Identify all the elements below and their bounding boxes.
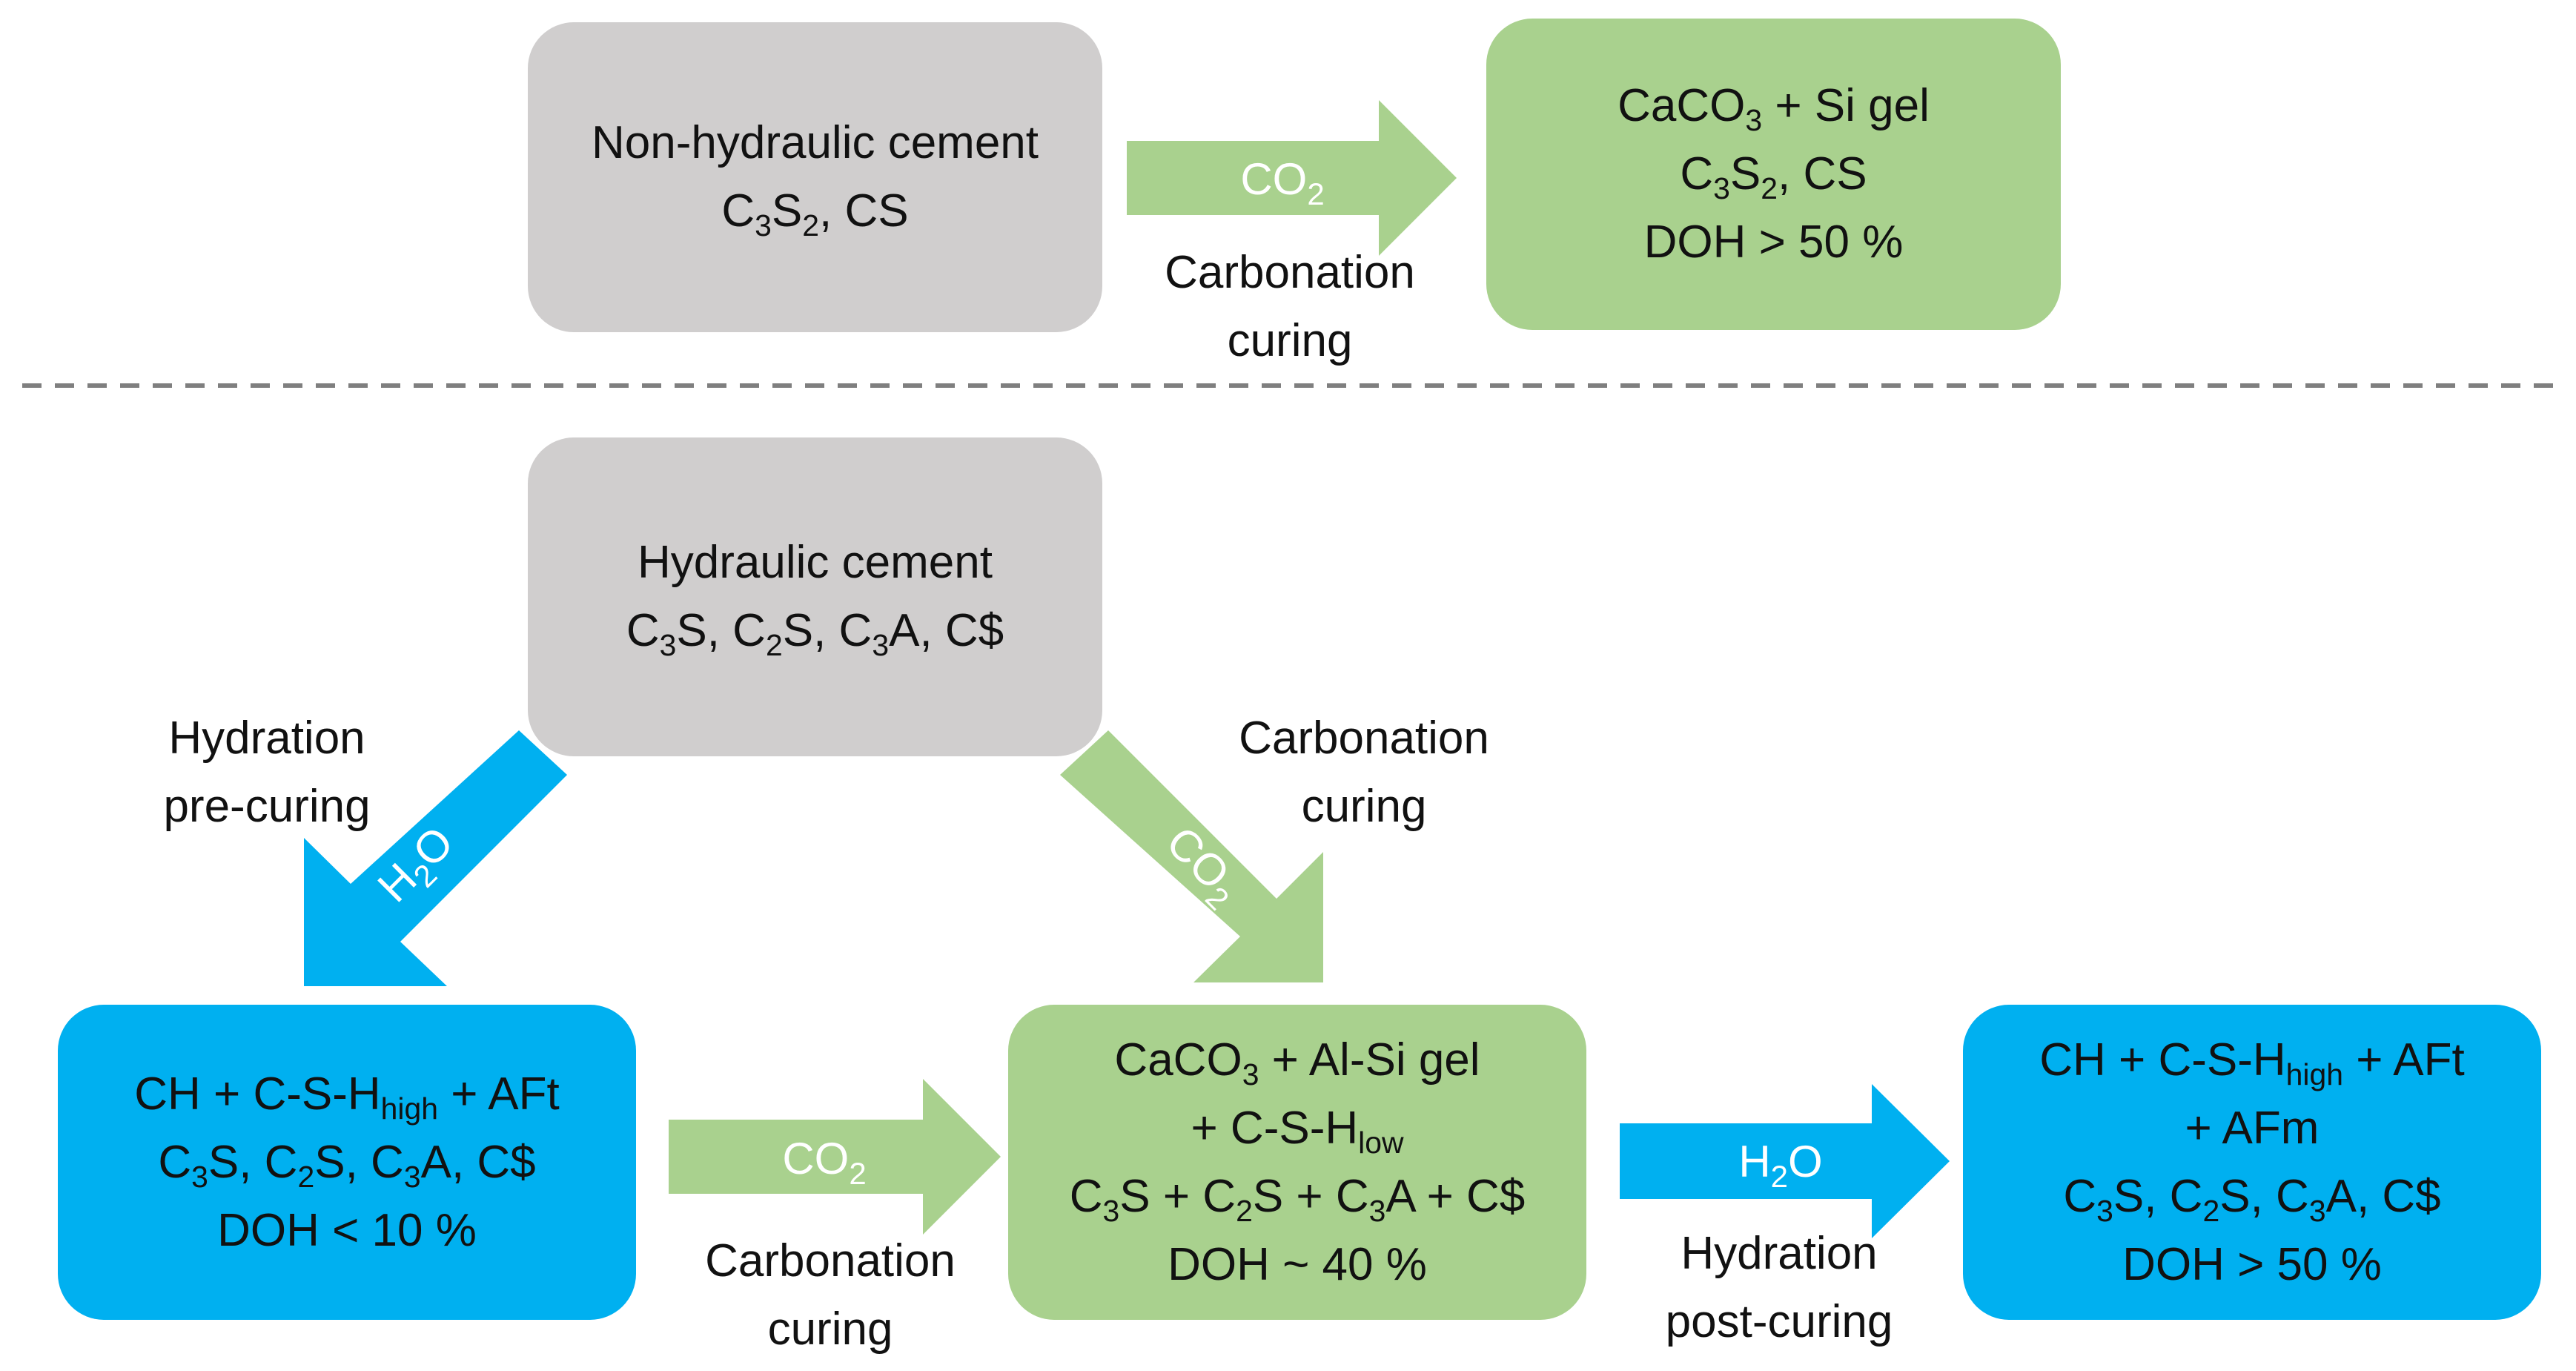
mid-box-line2: + C-S-Hlow (1191, 1102, 1404, 1160)
right-box-line2: + AFm (2185, 1102, 2320, 1154)
top-carbonation-result-box: CaCO3 + Si gel C3S2, CS DOH > 50 % (1486, 19, 2061, 330)
left-box-line2: C3S, C2S, C3A, C$ (158, 1136, 536, 1194)
non-hydraulic-title: Non-hydraulic cement (591, 117, 1039, 168)
non-hydraulic-cement-box: Non-hydraulic cement C3S2, CS (528, 22, 1102, 332)
hydration-post-arrow (1620, 1084, 1950, 1238)
hydration-pre-arrow (304, 730, 567, 986)
right-box-doh: DOH > 50 % (2122, 1238, 2382, 1290)
carbonation-h-arrow (669, 1079, 1001, 1235)
mid-box-doh: DOH ~ 40 % (1168, 1238, 1427, 1290)
hydration-pre-result-box: CH + C-S-Hhigh + AFt C3S, C2S, C3A, C$ D… (58, 1005, 636, 1320)
hydraulic-phases: C3S, C2S, C3A, C$ (626, 605, 1004, 663)
top-result-line1: CaCO3 + Si gel (1618, 80, 1930, 138)
hydraulic-cement-box: Hydraulic cement C3S, C2S, C3A, C$ (528, 437, 1102, 756)
mid-box-line3: C3S + C2S + C3A + C$ (1069, 1170, 1526, 1228)
carbonation-result-box: CaCO3 + Al-Si gel + C-S-Hlow C3S + C2S +… (1008, 1005, 1586, 1320)
left-box-doh: DOH < 10 % (217, 1204, 477, 1256)
hydraulic-title: Hydraulic cement (638, 537, 993, 588)
top-result-line2: C3S2, CS (1680, 148, 1867, 206)
carbonation-h-arrow-label: CO2 (782, 1134, 866, 1191)
hydration-post-arrow-label: H2O (1738, 1137, 1822, 1194)
right-box-line3: C3S, C2S, C3A, C$ (2063, 1170, 2441, 1228)
hydration-post-result-box: CH + C-S-Hhigh + AFt + AFm C3S, C2S, C3A… (1963, 1005, 2541, 1320)
left-box-line1: CH + C-S-Hhigh + AFt (134, 1068, 560, 1126)
mid-box-line1: CaCO3 + Al-Si gel (1114, 1034, 1480, 1091)
carbonation-diag-arrow (1060, 730, 1323, 982)
top-co2-arrow-label: CO2 (1240, 154, 1324, 211)
right-box-line1: CH + C-S-Hhigh + AFt (2039, 1034, 2465, 1091)
top-result-doh: DOH > 50 % (1643, 217, 1904, 268)
non-hydraulic-phases: C3S2, CS (721, 185, 909, 243)
top-co2-arrow (1127, 100, 1457, 256)
